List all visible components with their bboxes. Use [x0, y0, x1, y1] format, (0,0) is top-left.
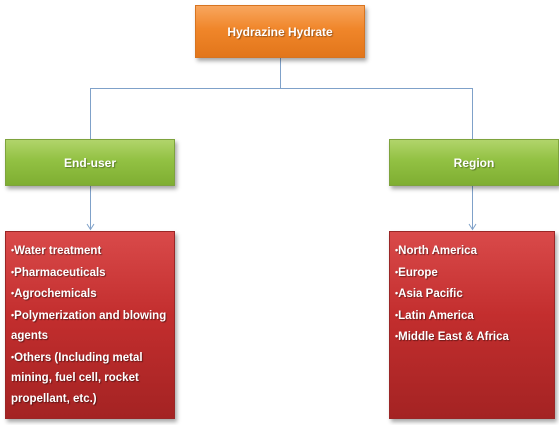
list-item: Water treatment	[11, 240, 168, 262]
list-item: Europe	[395, 262, 548, 284]
enduser-list-box: Water treatment Pharmaceuticals Agrochem…	[5, 231, 175, 419]
root-node: Hydrazine Hydrate	[195, 5, 365, 58]
list-item: Latin America	[395, 305, 548, 327]
region-list-box: North America Europe Asia Pacific Latin …	[389, 231, 555, 419]
arrowhead-region-list	[468, 223, 477, 231]
region-node-label: Region	[453, 155, 495, 170]
enduser-node: End-user	[5, 139, 175, 186]
root-node-label: Hydrazine Hydrate	[227, 24, 333, 39]
region-list: North America Europe Asia Pacific Latin …	[395, 240, 548, 348]
arrowhead-enduser-list	[86, 223, 95, 231]
list-item: North America	[395, 240, 548, 262]
connector-root-to-enduser	[90, 58, 281, 139]
list-item: Middle East & Africa	[395, 326, 548, 348]
list-item: Asia Pacific	[395, 283, 548, 305]
enduser-node-label: End-user	[63, 155, 116, 170]
list-item: Agrochemicals	[11, 283, 168, 305]
list-item: Polymerization and blowing agents	[11, 305, 168, 347]
region-node: Region	[389, 139, 559, 186]
list-item: Others (Including metal mining, fuel cel…	[11, 347, 168, 410]
enduser-list: Water treatment Pharmaceuticals Agrochem…	[11, 240, 168, 409]
list-item: Pharmaceuticals	[11, 262, 168, 284]
connector-root-to-region	[280, 88, 473, 139]
